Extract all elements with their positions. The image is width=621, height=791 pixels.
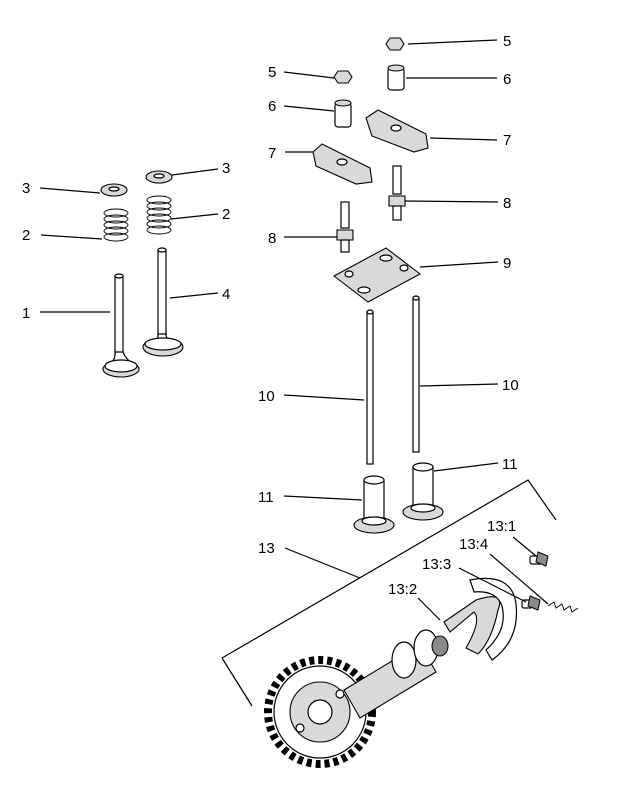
stud-right: [388, 165, 406, 221]
callout-13-1: 13:1: [487, 518, 516, 535]
tappet-left: [353, 475, 395, 534]
callout-2-left: 2: [22, 227, 30, 244]
callout-3-left: 3: [22, 180, 30, 197]
valve-exhaust: [142, 247, 184, 357]
callouts: 1 2 3 2 3 4 5 5 6 6 7 7 8 8 9 10 10 11 1…: [22, 33, 519, 598]
callout-6-right: 6: [503, 71, 511, 88]
callout-5-left: 5: [268, 64, 276, 81]
camshaft-group-frame: [221, 479, 557, 707]
leader-lines: [39, 39, 549, 621]
push-rod-right: [412, 295, 420, 453]
callout-8-left: 8: [268, 230, 276, 247]
valve-intake: [102, 273, 140, 378]
push-rod-guide-plate: [332, 247, 422, 303]
valve-spring-right: [146, 195, 172, 235]
callout-7-right: 7: [503, 132, 511, 149]
callout-8-right: 8: [503, 195, 511, 212]
callout-10-right: 10: [502, 377, 519, 394]
callout-13-4: 13:4: [459, 536, 488, 553]
pivot-right: [387, 64, 405, 91]
rocker-arm-left: [312, 143, 373, 185]
callout-3-right: 3: [222, 160, 230, 177]
decompression-arm: [469, 577, 518, 661]
pin-13-1: [529, 551, 549, 567]
camshaft-gear: [264, 656, 376, 768]
push-rod-left: [366, 309, 374, 465]
stud-left: [336, 201, 354, 253]
nut-left: [333, 70, 353, 84]
callout-11-left: 11: [258, 489, 274, 506]
spring-retainer-left: [100, 183, 128, 197]
rocker-arm-right: [365, 109, 429, 153]
callout-13-3: 13:3: [422, 556, 451, 573]
callout-1: 1: [22, 305, 30, 322]
callout-4: 4: [222, 286, 230, 303]
valve-spring-left: [103, 208, 129, 242]
callout-13-2: 13:2: [388, 581, 417, 598]
pin-13-3: [521, 595, 541, 611]
spring-13-4: [547, 601, 579, 613]
spring-retainer-right: [145, 170, 173, 184]
nut-upper-right: [385, 37, 405, 51]
callout-5-right: 5: [503, 33, 511, 50]
callout-7-left: 7: [268, 145, 276, 162]
callout-2-right: 2: [222, 206, 230, 223]
tappet-right: [402, 462, 444, 521]
callout-13: 13: [258, 540, 275, 557]
callout-10-left: 10: [258, 388, 275, 405]
camshaft: [343, 629, 449, 719]
callout-11-right: 11: [502, 456, 518, 473]
callout-9: 9: [503, 255, 511, 272]
callout-6-left: 6: [268, 98, 276, 115]
pivot-left: [334, 99, 352, 128]
